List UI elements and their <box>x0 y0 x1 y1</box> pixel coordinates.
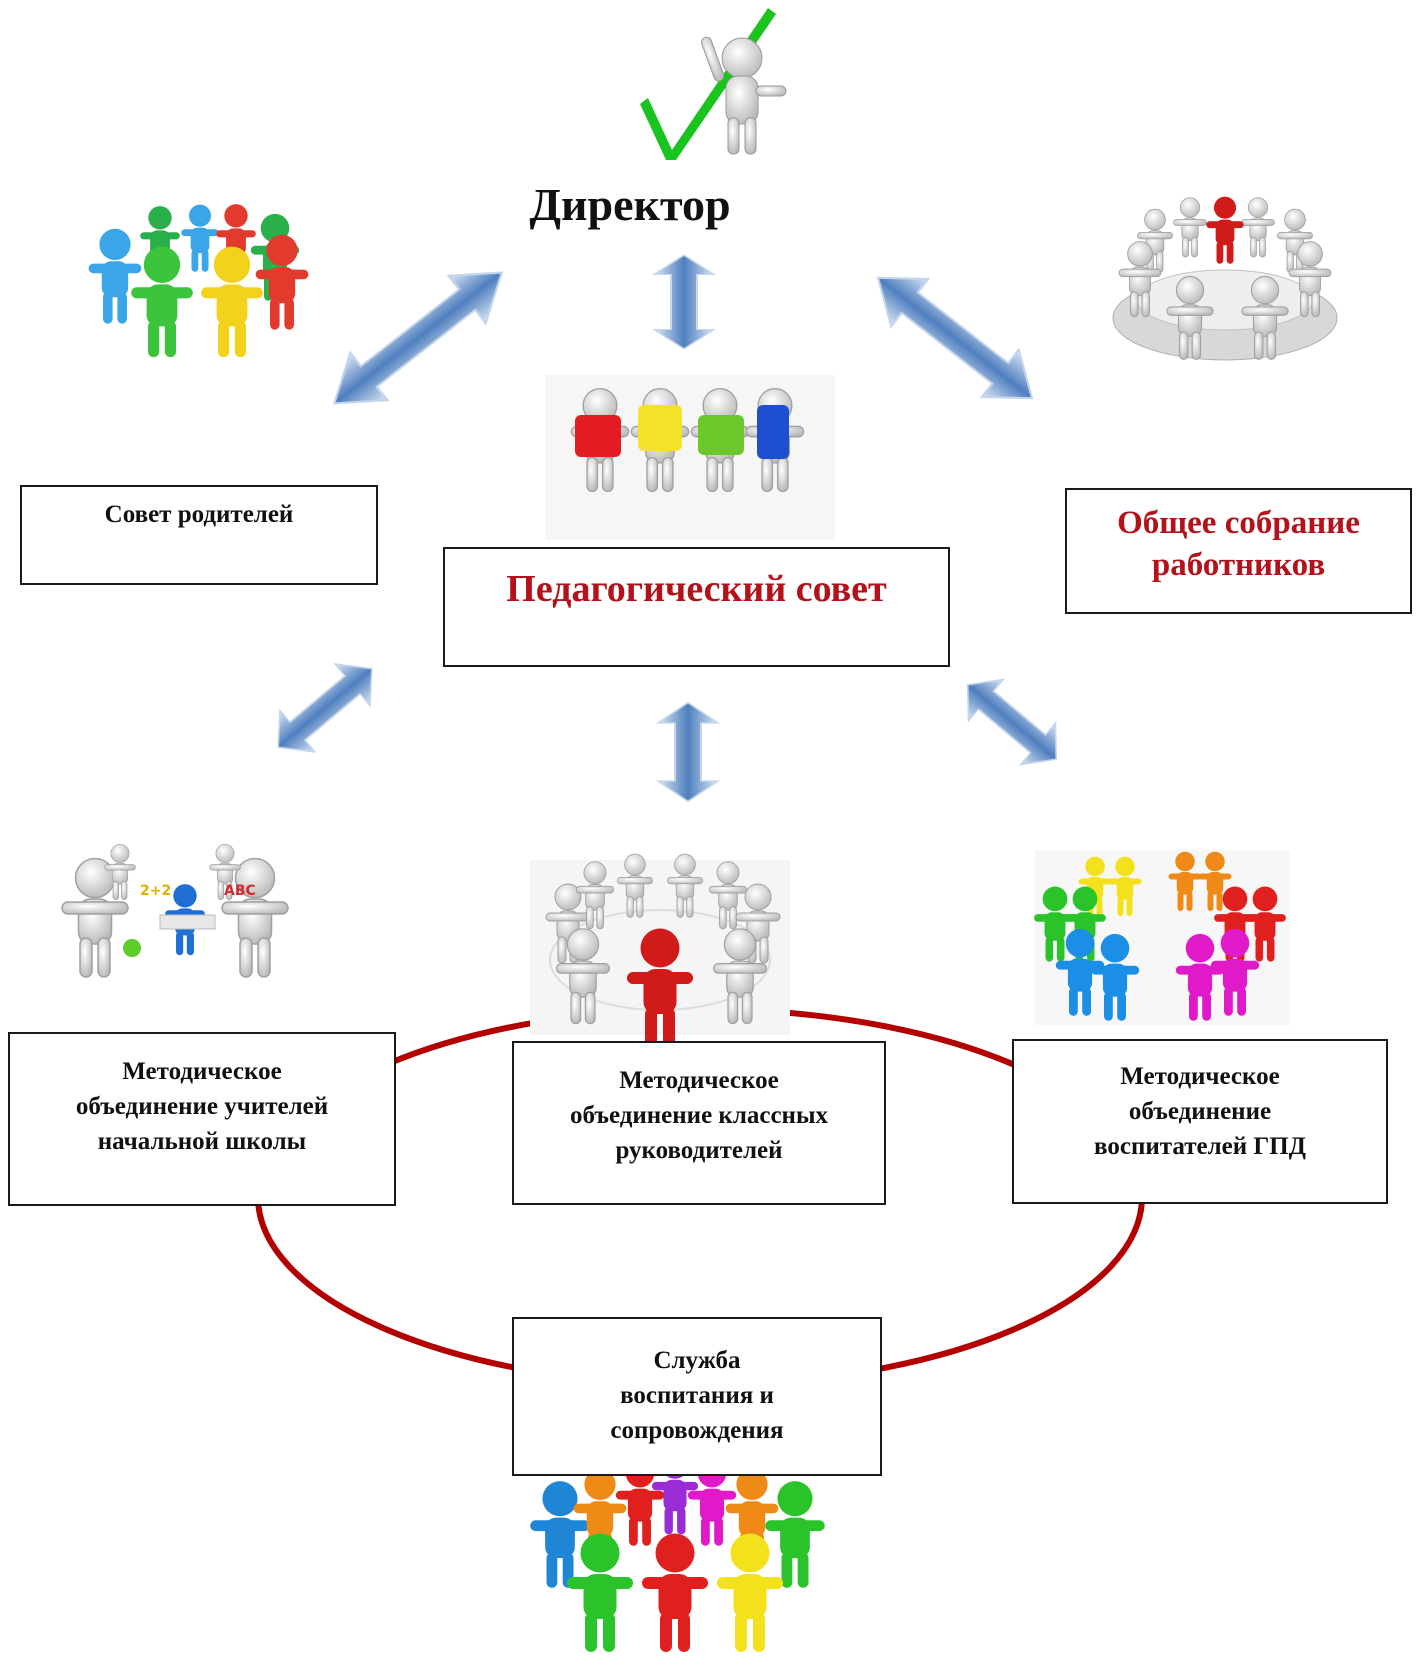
service-line2: воспитания и <box>620 1382 774 1409</box>
meeting-illustration <box>1112 196 1338 361</box>
arrow-director-meeting <box>858 253 1052 423</box>
mo-class-line1: Методическое <box>619 1067 779 1094</box>
mo-primary-line1: Методическое <box>122 1058 282 1085</box>
pedcouncil-illustration <box>545 375 835 540</box>
mo-primary-box: Методическое объединение учителей началь… <box>8 1032 396 1206</box>
arrow-director-parents <box>314 247 522 429</box>
arrow-director-pedcouncil <box>653 254 715 350</box>
arrow-pedcouncil-mo-primary <box>259 647 391 769</box>
mo-gpd-line1: Методическое <box>1120 1063 1280 1090</box>
svg-text:2+2: 2+2 <box>140 883 171 899</box>
general-meeting-line1: Общее собрание <box>1117 505 1360 541</box>
service-line1: Служба <box>653 1347 741 1374</box>
parents-council-box: Совет родителей <box>20 485 378 585</box>
pedagogical-council-box: Педагогический совет <box>443 547 950 667</box>
mo-class-box: Методическое объединение классных руково… <box>512 1041 886 1205</box>
mo-gpd-line2: объединение <box>1128 1098 1272 1125</box>
general-meeting-box: Общее собрание работников <box>1065 488 1412 614</box>
mo-primary-line3: начальной школы <box>97 1128 307 1155</box>
arrow-pedcouncil-mo-class <box>657 701 719 803</box>
pedagogical-council-label: Педагогический совет <box>506 568 887 610</box>
parents-illustration <box>88 204 309 358</box>
mo-gpd-line3: воспитателей ГПД <box>1094 1133 1306 1160</box>
service-illustration <box>530 1451 825 1652</box>
parents-council-label: Совет родителей <box>104 501 294 528</box>
mo-gpd-illustration <box>1034 850 1290 1025</box>
director-title: Директор <box>529 179 731 230</box>
mo-class-line2: объединение классных <box>570 1102 828 1129</box>
mo-gpd-box: Методическое объединение воспитателей ГП… <box>1012 1039 1388 1204</box>
director-illustration <box>640 8 787 160</box>
service-line3: сопровождения <box>610 1417 784 1444</box>
general-meeting-line2: работников <box>1151 547 1326 583</box>
svg-text:ABC: ABC <box>224 883 256 899</box>
mo-primary-line2: объединение учителей <box>75 1093 329 1120</box>
mo-primary-illustration: 2+2 ABC <box>61 843 289 978</box>
mo-class-illustration <box>530 853 790 1047</box>
service-box: Служба воспитания и сопровождения <box>512 1317 882 1476</box>
mo-class-line3: руководителей <box>615 1137 783 1164</box>
arrow-pedcouncil-mo-gpd <box>949 663 1075 781</box>
